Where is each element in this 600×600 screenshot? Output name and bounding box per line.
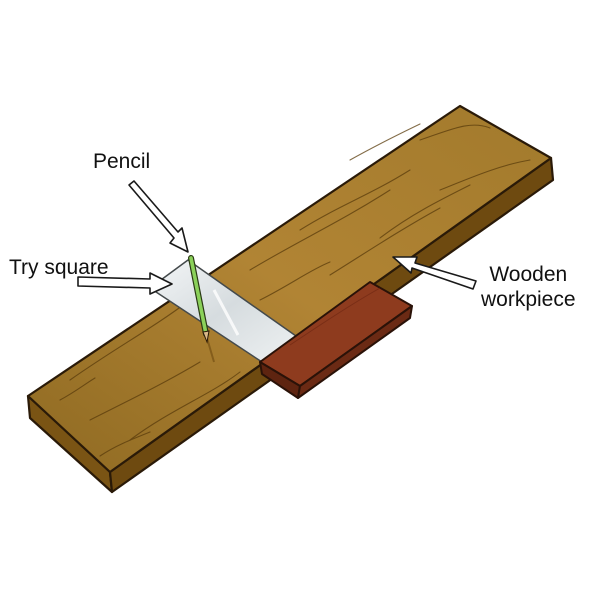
pencil-label: Pencil bbox=[93, 150, 151, 173]
wooden-workpiece-label: Wooden workpiece bbox=[481, 262, 576, 312]
pencil-tip bbox=[202, 330, 210, 344]
pencil-shadow bbox=[206, 337, 215, 363]
pencil-body-fill bbox=[189, 256, 208, 336]
arrows bbox=[77, 180, 477, 295]
pencil bbox=[188, 255, 215, 363]
wood-grain bbox=[59, 123, 531, 457]
pencil-arrow bbox=[128, 180, 189, 253]
try-square-arrow bbox=[77, 272, 173, 295]
try-square bbox=[149, 259, 413, 399]
blade-highlight bbox=[212, 289, 240, 336]
workpiece-arrow bbox=[392, 256, 477, 290]
try-square-label: Try square bbox=[9, 256, 109, 279]
wooden-workpiece-label-line2: workpiece bbox=[481, 288, 576, 312]
try-square-stock-side bbox=[297, 305, 413, 399]
board-top-face bbox=[26, 104, 553, 474]
wooden-workpiece-label-line1: Wooden bbox=[489, 263, 568, 286]
